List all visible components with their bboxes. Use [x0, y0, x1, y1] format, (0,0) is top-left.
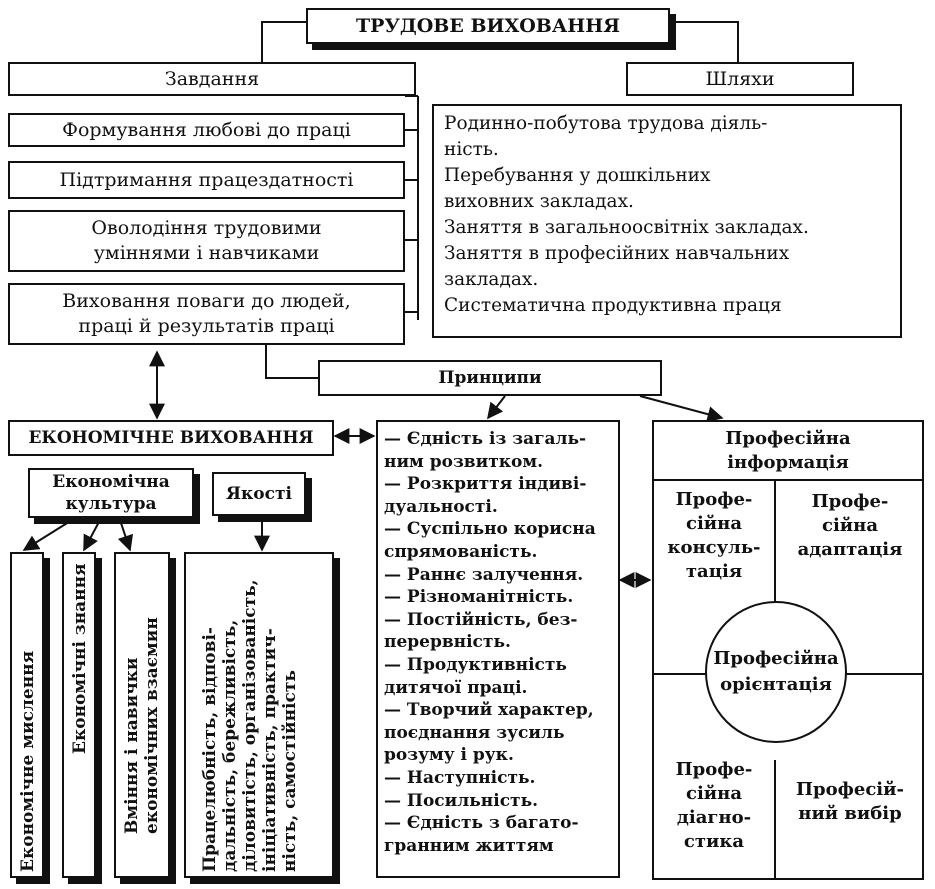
ways-line: Перебування у дошкільних: [444, 165, 711, 186]
principle-line: — Різноманітність.: [384, 587, 574, 608]
professional-header-line: інформація: [727, 452, 849, 473]
principle-line: — Продуктивність: [384, 654, 567, 675]
principle-line: — Постійність, без-: [384, 609, 578, 630]
economic-header-label: ЕКОНОМІЧНЕ ВИХОВАННЯ: [28, 428, 314, 448]
principle-line: — Творчий характер,: [384, 700, 594, 721]
column-line: ініціативність, практич-: [260, 628, 280, 872]
task-item: Виховання поваги до людей, праці й резул…: [8, 283, 405, 345]
diag-line: Профе-: [675, 759, 753, 780]
diag-line: сійна: [686, 783, 742, 804]
orientation-line: орієнтація: [720, 674, 832, 695]
principle-line: — Посильність.: [384, 790, 539, 811]
orientation-circle: [705, 601, 847, 743]
qualities-box: Якості: [212, 472, 306, 516]
adapt-line: Профе-: [811, 491, 889, 512]
column-line: Економічне мислення: [18, 650, 38, 872]
task-item: Формування любові до праці: [8, 113, 405, 147]
ways-line: Родинно-побутова трудова діяль-: [444, 113, 768, 134]
principle-line: — Розкриття індиві-: [384, 474, 587, 495]
tasks-header: Завдання: [8, 62, 416, 96]
column-line: діловитість, організованість,: [240, 579, 260, 872]
ways-line: Систематична продуктивна праця: [444, 295, 782, 316]
principle-line: дитячої праці.: [384, 677, 528, 698]
principles-header-label: Принципи: [438, 368, 542, 388]
principle-line: ним розвитком.: [384, 451, 544, 472]
economic-culture-box: Економічна культура: [28, 468, 194, 518]
ways-header: Шляхи: [626, 62, 854, 96]
column-text: Вміння і навички економічних взаємин: [122, 617, 162, 834]
principle-line: спрямованість.: [384, 541, 538, 562]
column-line: Працелюбність, відпові-: [200, 627, 220, 872]
principle-line: поєднання зусиль: [384, 722, 565, 743]
economic-header: ЕКОНОМІЧНЕ ВИХОВАННЯ: [8, 420, 334, 456]
principle-line: — Раннє залучення.: [384, 564, 584, 585]
task-item: Підтримання працездатності: [8, 161, 405, 199]
task-item-label: Підтримання працездатності: [59, 168, 354, 191]
column-economic-knowledge: Економічні знання: [62, 552, 96, 878]
column-line: дальність, бережливість,: [220, 619, 240, 872]
professional-consultation: Профе- сійна консуль- тація: [656, 484, 772, 588]
economic-culture-line: культура: [65, 494, 157, 514]
column-line: економічних взаємин: [142, 617, 162, 834]
principle-line: дуальності.: [384, 496, 498, 517]
task-item-line: праці й результатів праці: [78, 315, 335, 337]
column-line: ність, самостійність: [280, 670, 300, 872]
professional-choice: Професій- ний вибір: [778, 774, 922, 830]
diag-line: стика: [683, 831, 745, 852]
principle-line: гранним життям: [384, 835, 554, 856]
column-economic-thinking: Економічне мислення: [10, 552, 44, 878]
ways-header-label: Шляхи: [705, 67, 775, 90]
ways-line: Заняття в професійних навчальних: [444, 243, 790, 264]
column-qualities-list: Працелюбність, відпові- дальність, береж…: [184, 552, 334, 878]
ways-line: виховних закладах.: [444, 191, 634, 212]
professional-header-line: Професійна: [725, 428, 851, 449]
column-economic-skills: Вміння і навички економічних взаємин: [114, 552, 170, 878]
professional-adaptation: Профе- сійна адаптація: [778, 484, 922, 568]
principle-line: — Наступність.: [384, 767, 536, 788]
task-item-label: Формування любові до праці: [62, 118, 351, 141]
column-text: Працелюбність, відпові- дальність, береж…: [200, 579, 300, 872]
ways-list: Родинно-побутова трудова діяль- ність. П…: [432, 104, 902, 338]
page-title: ТРУДОВЕ ВИХОВАННЯ: [306, 8, 670, 44]
task-item: Оволодіння трудовими уміннями і навчикам…: [8, 210, 405, 272]
column-line: Економічні знання: [70, 563, 90, 754]
principle-line: — Єдність з багато-: [384, 813, 579, 834]
professional-orientation: Професійна орієнтація: [706, 642, 846, 702]
column-text: Економічне мислення: [18, 651, 38, 872]
choice-line: ний вибір: [798, 803, 902, 824]
adapt-line: адаптація: [797, 539, 903, 560]
task-item-line: Оволодіння трудовими: [91, 217, 322, 239]
column-text: Економічні знання: [70, 563, 90, 754]
adapt-line: сійна: [822, 515, 878, 536]
task-item-line: Виховання поваги до людей,: [62, 290, 351, 312]
professional-block: [652, 420, 924, 880]
professional-info-header: Професійна інформація: [654, 424, 922, 478]
economic-culture-line: Економічна: [52, 472, 170, 492]
orientation-line: Професійна: [713, 648, 839, 669]
principle-line: розуму і рук.: [384, 745, 514, 766]
qualities-label: Якості: [226, 484, 292, 504]
consult-line: сійна: [686, 513, 742, 534]
choice-line: Професій-: [796, 779, 904, 800]
consult-line: консуль-: [667, 537, 761, 558]
principle-line: перервність.: [384, 632, 511, 653]
title-text: ТРУДОВЕ ВИХОВАННЯ: [356, 14, 620, 37]
consult-line: Профе-: [675, 489, 753, 510]
ways-line: Заняття в загальноосвітніх закладах.: [444, 217, 809, 238]
principles-list: — Єдність із загаль- ним розвитком. — Ро…: [376, 420, 620, 878]
principle-line: — Суспільно корисна: [384, 519, 596, 540]
tasks-header-label: Завдання: [164, 67, 260, 90]
principle-line: — Єдність із загаль-: [384, 429, 587, 449]
task-item-line: уміннями і навчиками: [93, 242, 320, 264]
professional-diagnostics: Профе- сійна діагно- стика: [656, 754, 772, 858]
ways-line: ність.: [444, 139, 499, 160]
principles-header: Принципи: [318, 360, 662, 396]
diag-line: діагно-: [676, 807, 752, 828]
consult-line: тація: [685, 561, 743, 582]
column-line: Вміння і навички: [122, 657, 142, 834]
ways-line: закладах.: [444, 269, 539, 290]
